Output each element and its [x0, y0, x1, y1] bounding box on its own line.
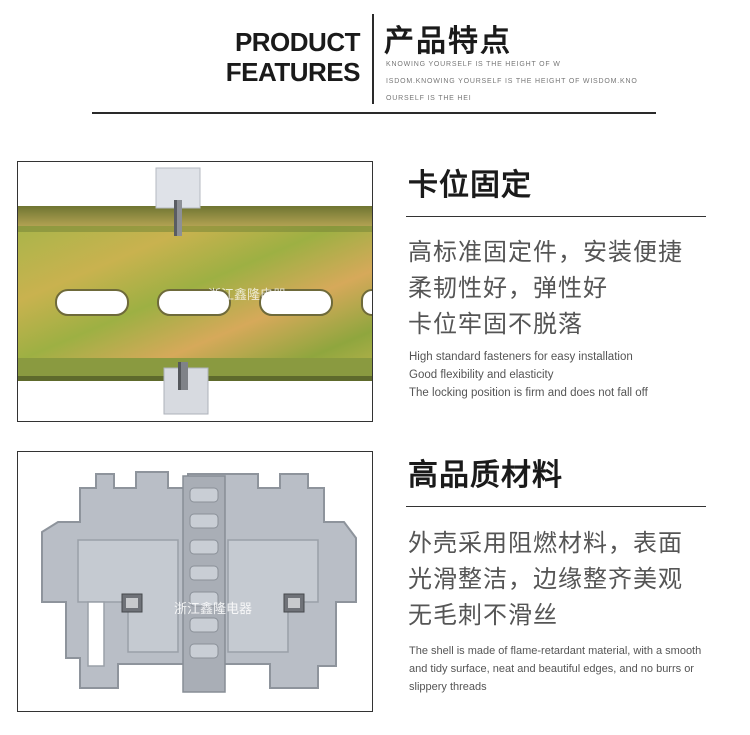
feature-1-en-line-3: The locking position is firm and does no… [409, 387, 648, 399]
feature-2-cn-line-1: 外壳采用阻燃材料，表面 [408, 529, 683, 557]
feature-2-en-text: The shell is made of flame-retardant mat… [409, 642, 701, 696]
header-subtitle-line-1: KNOWING YOURSELF IS THE HEIGHT OF W [386, 61, 561, 68]
end-bracket-photo: 浙江鑫隆电器 [17, 451, 373, 712]
feature-1-en-line-1: High standard fasteners for easy install… [409, 351, 633, 363]
feature-1-cn-line-1: 高标准固定件，安装便捷 [408, 238, 683, 266]
header-divider [372, 14, 374, 104]
feature-1-en-text: High standard fasteners for easy install… [409, 348, 648, 402]
feature-1-cn-line-3: 卡位牢固不脱落 [408, 310, 583, 338]
feature-2-en-line-3: slippery threads [409, 681, 487, 693]
feature-1-title: 卡位固定 [408, 168, 532, 203]
feature-2-cn-line-3: 无毛刺不滑丝 [408, 601, 558, 629]
feature-1-rule [406, 216, 706, 217]
header-subtitle-line-2: ISDOM.KNOWING YOURSELF IS THE HEIGHT OF … [386, 78, 638, 85]
header-title-cn: 产品特点 [384, 24, 512, 59]
feature-2-cn-text: 外壳采用阻燃材料，表面 光滑整洁，边缘整齐美观 无毛刺不滑丝 [408, 525, 683, 633]
feature-2-cn-line-2: 光滑整洁，边缘整齐美观 [408, 565, 683, 593]
rail-clamp-illustration [18, 162, 372, 421]
feature-1-cn-text: 高标准固定件，安装便捷 柔韧性好，弹性好 卡位牢固不脱落 [408, 234, 683, 342]
feature-2-en-line-1: The shell is made of flame-retardant mat… [409, 645, 702, 657]
header-title-en: PRODUCT FEATURES [200, 27, 361, 87]
feature-2-en-line-2: and tidy surface, neat and beautiful edg… [409, 663, 694, 675]
header-subtitle: KNOWING YOURSELF IS THE HEIGHT OF W ISDO… [386, 56, 666, 107]
header-title-en-line-2: FEATURES [225, 57, 361, 87]
bracket-photo-watermark: 浙江鑫隆电器 [174, 602, 253, 617]
header-title-en-line-1: PRODUCT [234, 27, 361, 57]
rail-photo-watermark: 浙江鑫隆电器 [208, 288, 287, 303]
header-subtitle-line-3: OURSELF IS THE HEI [386, 95, 472, 102]
feature-1-cn-line-2: 柔韧性好，弹性好 [408, 274, 608, 302]
end-bracket-illustration [18, 452, 372, 711]
feature-1-en-line-2: Good flexibility and elasticity [409, 369, 554, 381]
feature-2-rule [406, 506, 706, 507]
rail-clamp-photo: 浙江鑫隆电器 [17, 161, 373, 422]
feature-2-title: 高品质材料 [408, 458, 563, 493]
header-rule [92, 112, 656, 114]
